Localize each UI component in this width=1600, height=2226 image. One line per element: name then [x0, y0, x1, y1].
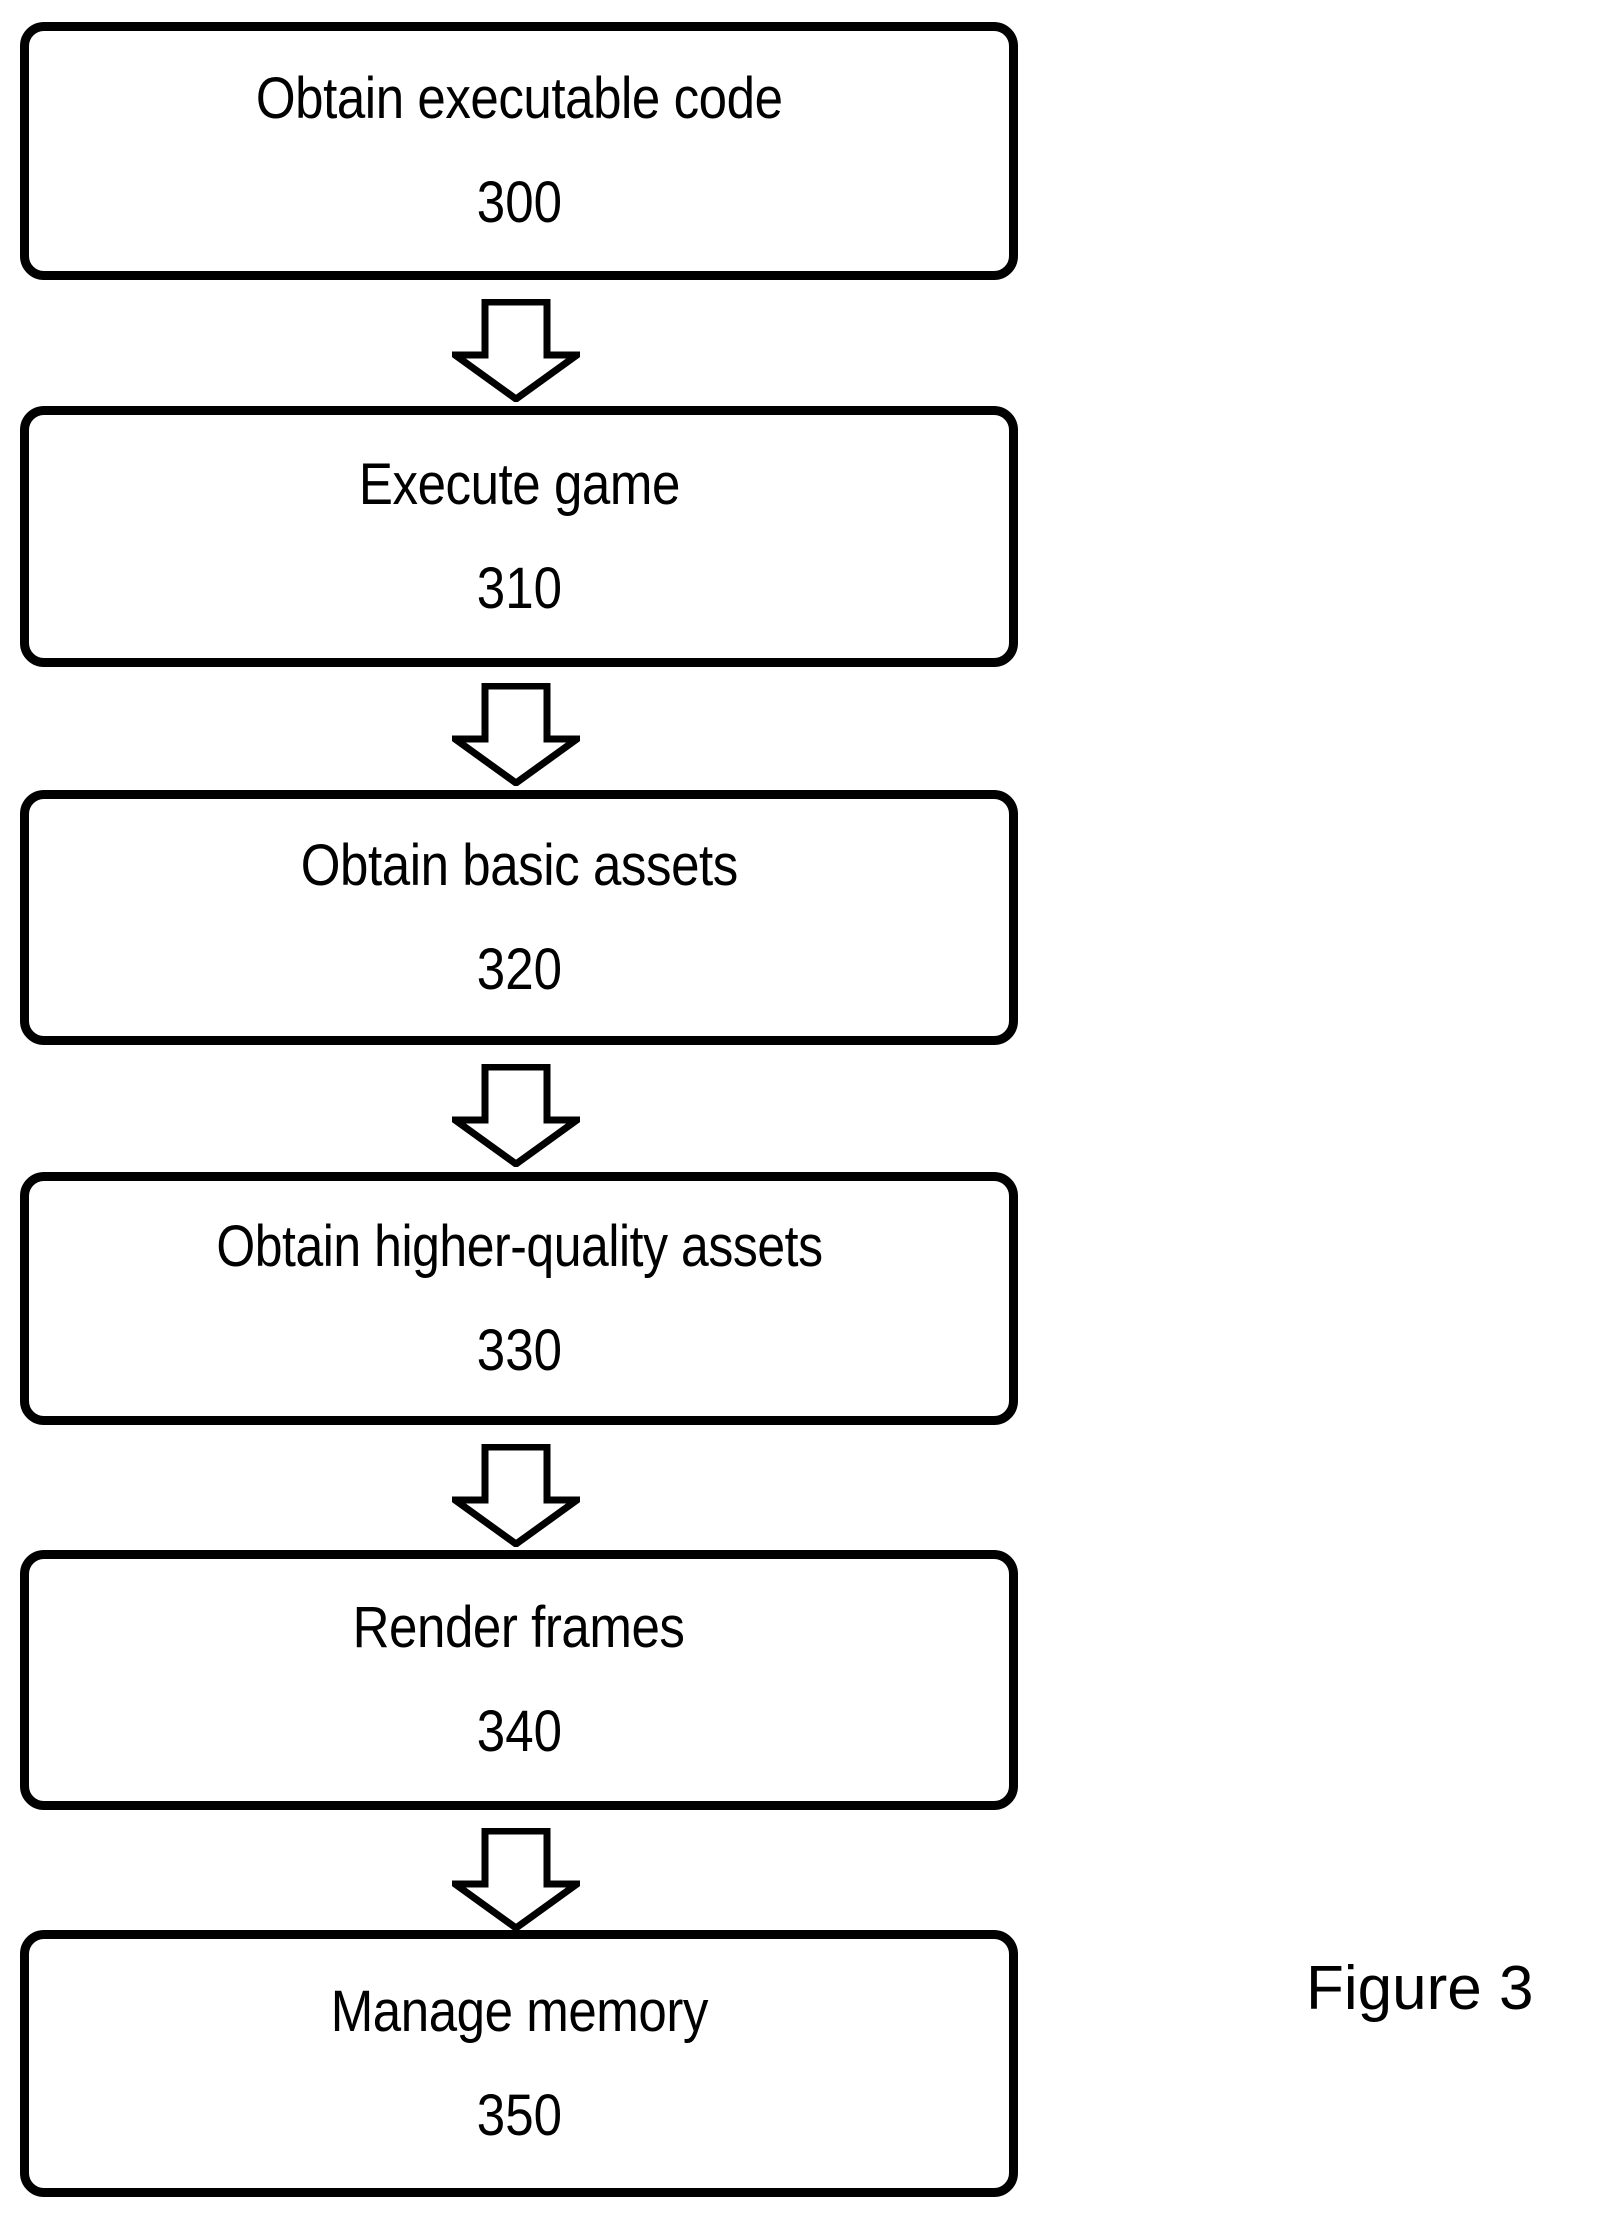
process-box-reference-numeral: 330: [476, 1317, 562, 1383]
flow-arrow-down-icon: [452, 1828, 580, 1931]
process-box-label: Obtain executable code: [255, 66, 783, 131]
process-box-reference-numeral: 320: [476, 936, 562, 1002]
process-box-reference-numeral: 340: [476, 1699, 562, 1764]
flow-arrow-down-icon: [452, 683, 580, 786]
flow-arrow-down-icon: [452, 1064, 580, 1167]
process-box-340: Render frames 340: [20, 1550, 1018, 1810]
process-box-330: Obtain higher-quality assets 330: [20, 1172, 1018, 1425]
process-box-label: Render frames: [353, 1595, 685, 1660]
process-box-label: Manage memory: [330, 1978, 708, 2044]
process-box-reference-numeral: 300: [476, 170, 562, 235]
process-box-310: Execute game 310: [20, 406, 1018, 667]
process-box-300: Obtain executable code 300: [20, 22, 1018, 280]
process-box-reference-numeral: 310: [476, 555, 562, 621]
flow-arrow-down-icon: [452, 1444, 580, 1547]
figure-caption: Figure 3: [1306, 1954, 1534, 2023]
process-box-label: Obtain higher-quality assets: [215, 1213, 823, 1279]
process-box-reference-numeral: 350: [476, 2082, 562, 2148]
process-box-label: Execute game: [358, 451, 680, 517]
flow-arrow-down-icon: [452, 299, 580, 402]
process-box-350: Manage memory 350: [20, 1930, 1018, 2197]
process-box-label: Obtain basic assets: [300, 832, 738, 898]
process-box-320: Obtain basic assets 320: [20, 790, 1018, 1045]
